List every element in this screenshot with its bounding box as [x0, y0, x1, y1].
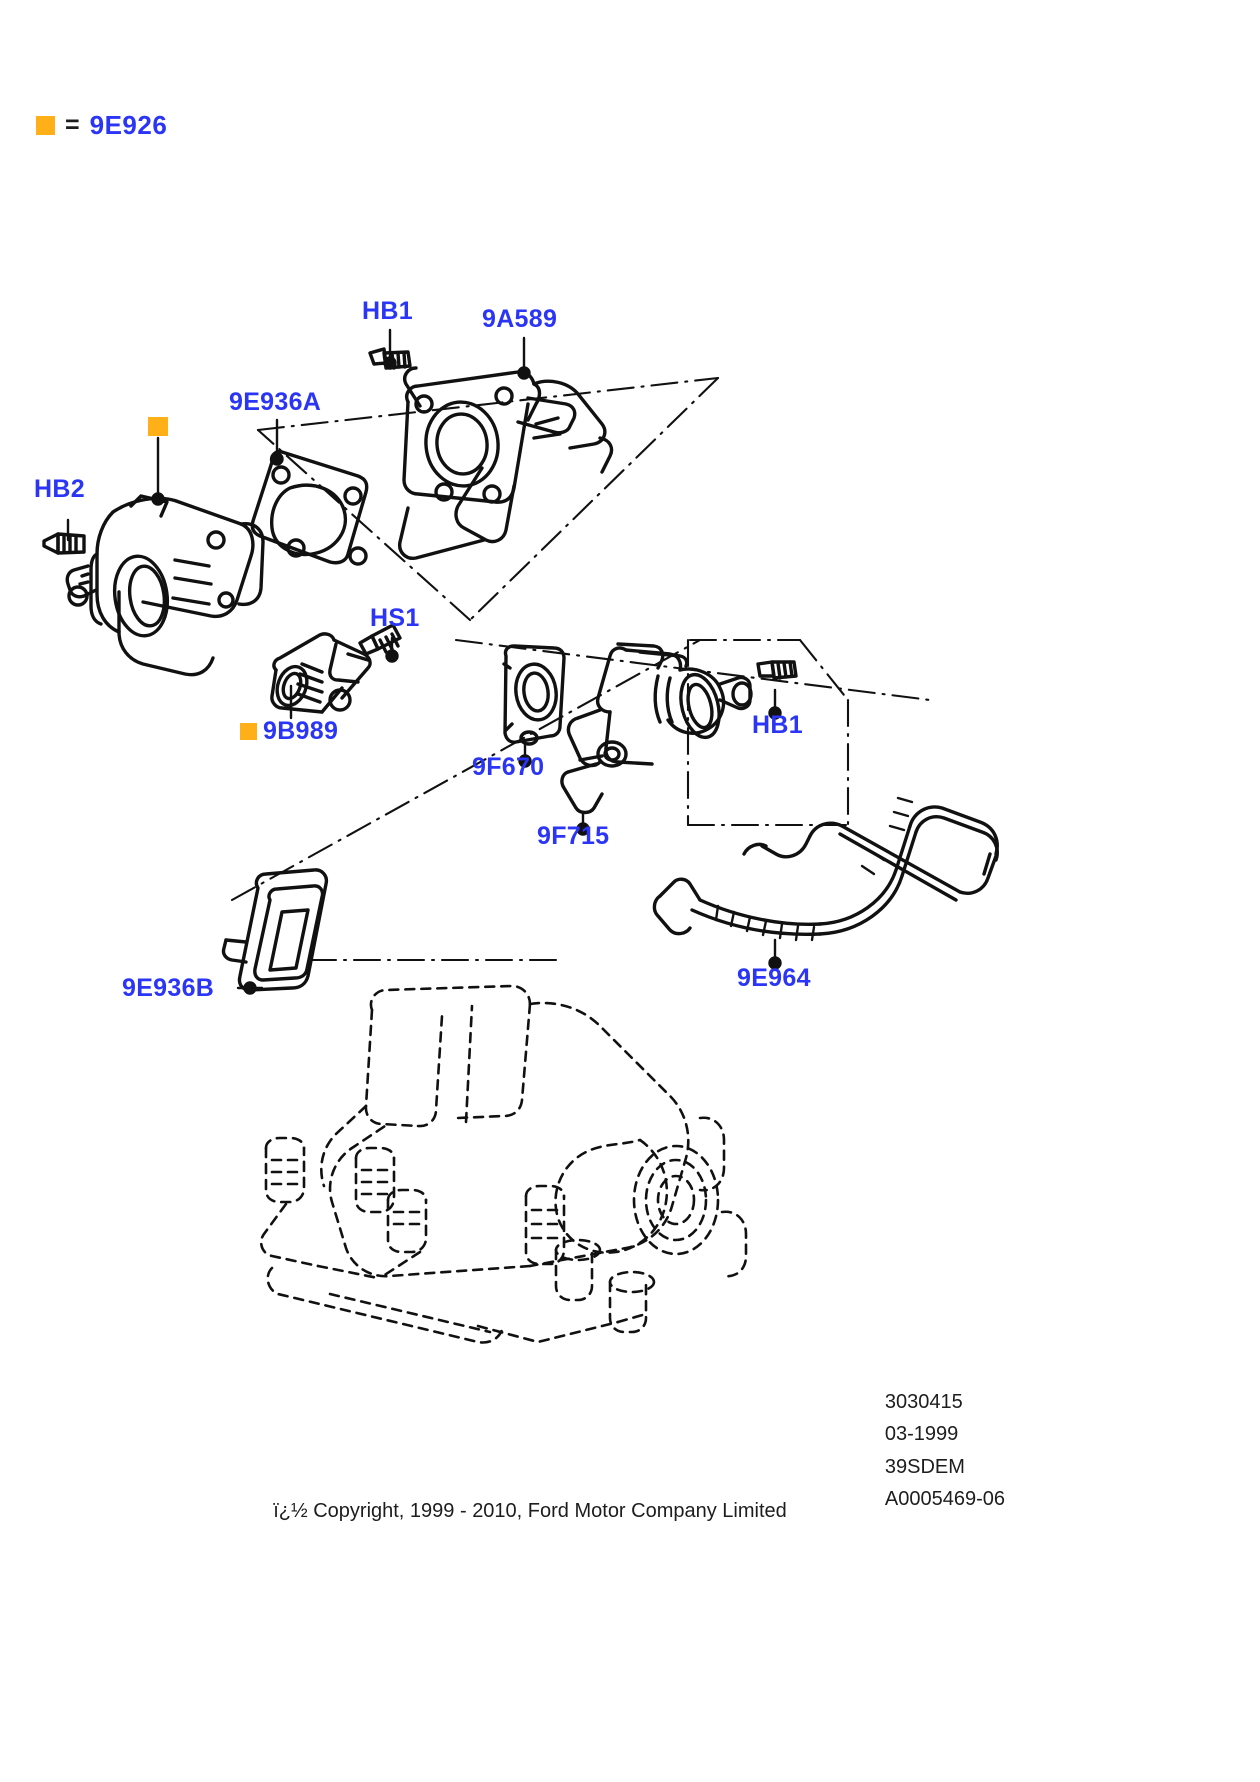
part-9f670-gasket [502, 644, 566, 746]
part-hb1-bolt-right [756, 660, 798, 680]
part-hb2-bolt [42, 532, 86, 555]
label-hb1-top: HB1 [362, 297, 413, 325]
label-9a589: 9A589 [482, 305, 558, 333]
part-9a589-housing [398, 366, 614, 560]
part-hs1-screw [358, 623, 402, 656]
legend-equals-sign: = [65, 110, 80, 139]
part-hb1-bolt-top [368, 347, 412, 370]
legend-part-code: 9E926 [89, 110, 168, 140]
label-hb1-right: HB1 [752, 711, 803, 739]
intake-manifold-phantom [259, 984, 748, 1344]
legend: = 9E926 [36, 112, 167, 138]
marker-9b989-orange-square-icon [240, 723, 257, 740]
marker-9e926-orange-square-icon [148, 417, 168, 436]
part-9e926-throttle-body [65, 494, 265, 677]
footer-figure-id: A0005469-06 [884, 1488, 1005, 1511]
legend-orange-swatch-icon [36, 115, 55, 135]
label-9e964: 9E964 [737, 964, 811, 992]
copyright-notice: ï¿½ Copyright, 1999 - 2010, Ford Motor C… [273, 1500, 787, 1522]
part-9e964-vacuum-hose [652, 796, 999, 942]
label-9f670: 9F670 [472, 753, 545, 781]
part-9f715-egr-valve [560, 642, 753, 815]
label-9e936a: 9E936A [229, 388, 322, 416]
label-hs1: HS1 [370, 604, 420, 632]
footer-metadata: 3030415 03-1999 39SDEM A0005469-06 [885, 1386, 1005, 1516]
label-9b989-text: 9B989 [263, 717, 339, 745]
footer-date: 03-1999 [884, 1423, 959, 1446]
label-hb2: HB2 [34, 475, 85, 503]
leader-dots [151, 356, 782, 995]
footer-drawing-number: 3030415 [884, 1391, 963, 1413]
part-9b989-tp-sensor [270, 632, 372, 714]
label-9b989: 9B989 [240, 719, 338, 744]
label-9e936b: 9E936B [122, 974, 215, 1002]
part-9e936a-gasket [250, 449, 369, 566]
label-9f715: 9F715 [537, 822, 610, 850]
part-9e936b-gasket [221, 868, 329, 992]
footer-code: 39SDEM [884, 1455, 965, 1478]
assembly-axis-lines [230, 376, 932, 962]
